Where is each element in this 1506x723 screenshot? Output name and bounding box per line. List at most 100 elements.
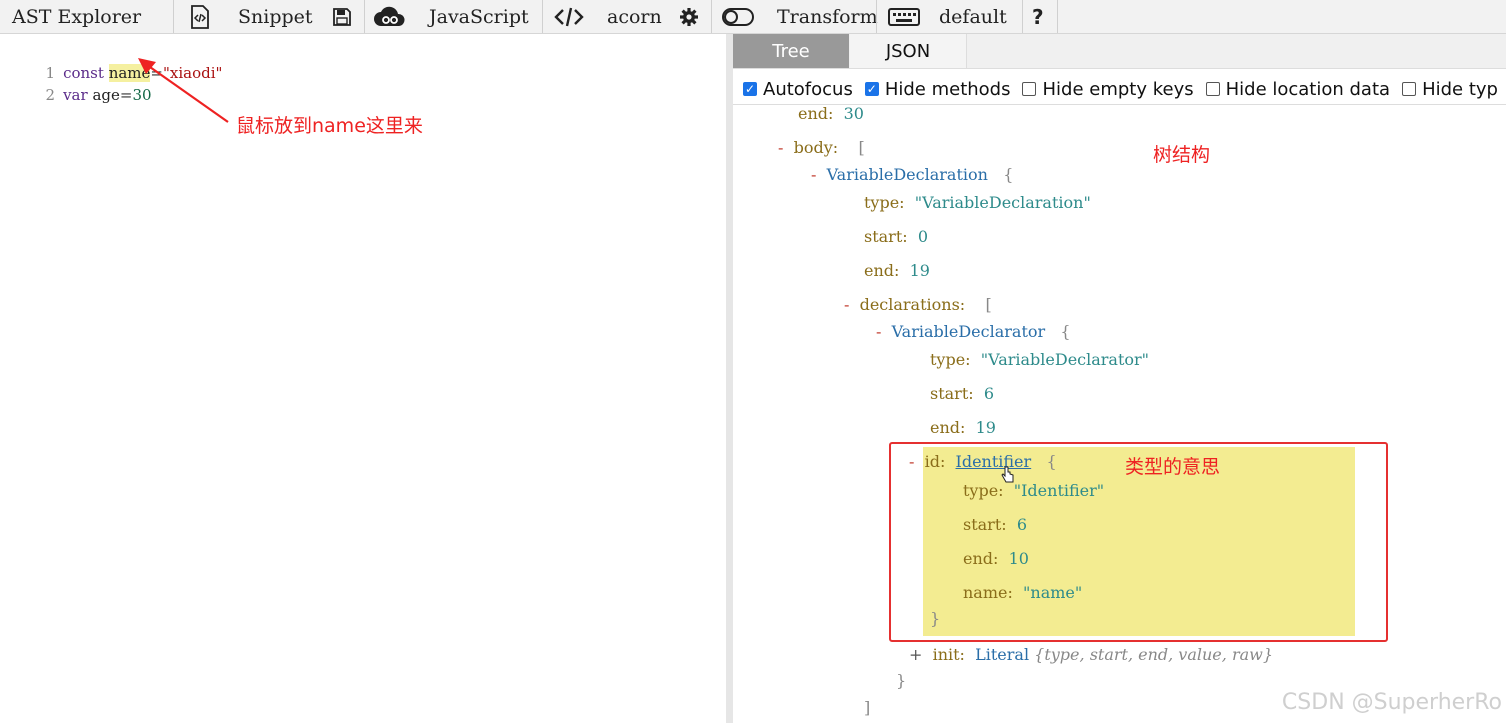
tree-key: start: [930, 384, 974, 403]
fork-cloud-icon[interactable] [372, 0, 408, 33]
collapse-toggle[interactable]: - [909, 452, 915, 471]
node-summary: {type, start, end, value, raw} [1034, 645, 1274, 664]
tree-key: start: [864, 227, 908, 246]
toolbar-divider [173, 0, 174, 33]
code-number: 30 [132, 86, 152, 104]
checkbox-icon[interactable] [1402, 82, 1417, 96]
code-identifier[interactable]: age [92, 86, 120, 104]
code-icon[interactable] [552, 0, 586, 33]
collapse-toggle[interactable]: - [811, 165, 817, 184]
tree-property: start: 6 [930, 384, 994, 404]
tree-property: end: 19 [930, 418, 996, 438]
editor-annotation: 鼠标放到name这里来 [236, 115, 423, 137]
tree-property: end: 30 [798, 104, 864, 124]
option-hide-methods[interactable]: ✓ Hide methods [864, 78, 1011, 100]
tree-key: end: [963, 549, 999, 568]
open-bracket: [ [858, 138, 865, 157]
watermark: CSDN @SuperherRo [1281, 690, 1502, 715]
keyboard-icon[interactable] [886, 0, 922, 33]
checkbox-icon[interactable] [1022, 82, 1037, 96]
transform-toggle-icon[interactable] [720, 0, 756, 33]
tree-node-variable-declarator[interactable]: - VariableDeclarator { [876, 322, 1071, 342]
toolbar-divider [1057, 0, 1058, 33]
tree-value: 6 [983, 384, 995, 403]
settings-gear-icon[interactable] [677, 0, 701, 33]
tree-node-declarations[interactable]: - declarations: [ [844, 295, 992, 315]
option-autofocus[interactable]: ✓Autofocus [733, 79, 853, 100]
option-hide-empty-keys[interactable]: Hide empty keys [1022, 78, 1194, 100]
option-hide-type-keys[interactable]: Hide typ [1402, 79, 1498, 100]
line-number: 1 [45, 64, 56, 82]
annotation-arrow [138, 58, 229, 123]
toolbar: AST Explorer Snippet JavaScript acorn Tr… [0, 0, 1506, 34]
collapse-toggle[interactable]: - [778, 138, 784, 157]
tree-value: 0 [917, 227, 929, 246]
tree-options: ✓Autofocus ✓ Hide methods Hide empty keys… [733, 74, 1506, 105]
tree-key: type: [864, 193, 905, 212]
tree-key: end: [864, 261, 900, 280]
tree-node-body[interactable]: - body: [ [778, 138, 865, 158]
save-icon[interactable] [330, 0, 354, 33]
tree-key: end: [930, 418, 966, 437]
parser-menu[interactable]: acorn [607, 5, 662, 28]
snippet-file-icon[interactable] [186, 0, 214, 33]
open-brace: { [1003, 165, 1014, 184]
tree-key: name: [963, 583, 1013, 602]
open-brace: { [1046, 452, 1057, 471]
close-brace: } [930, 609, 941, 628]
keymap-menu[interactable]: default [939, 5, 1007, 28]
language-menu[interactable]: JavaScript [429, 5, 529, 28]
toolbar-divider [876, 0, 877, 33]
node-type-name[interactable]: Literal [975, 645, 1030, 664]
tree-key: end: [798, 104, 834, 123]
tree-value: 10 [1008, 549, 1029, 568]
tree-value: "VariableDeclaration" [914, 193, 1091, 212]
tree-key: id: [924, 452, 946, 471]
toolbar-divider [542, 0, 543, 33]
collapse-toggle[interactable]: - [844, 295, 850, 314]
node-type-name[interactable]: VariableDeclarator [891, 322, 1046, 341]
tree-property: start: 0 [864, 227, 928, 247]
open-bracket: [ [985, 295, 992, 314]
tree-value: "Identifier" [1013, 481, 1105, 500]
tree-value: "VariableDeclarator" [980, 350, 1150, 369]
tree-node-id[interactable]: - id: Identifier { [909, 452, 1057, 472]
tab-json[interactable]: JSON [850, 34, 967, 68]
open-brace: { [1060, 322, 1071, 341]
toolbar-divider [711, 0, 712, 33]
option-label: Hide location data [1225, 78, 1391, 100]
tree-key: type: [963, 481, 1004, 500]
checkbox-checked-icon[interactable]: ✓ [743, 82, 757, 96]
code-operator: = [119, 86, 133, 104]
close-bracket: ] [864, 698, 871, 717]
tree-node-variable-declaration[interactable]: - VariableDeclaration { [811, 165, 1013, 185]
tree-key: body: [793, 138, 839, 157]
help-button[interactable]: ? [1032, 4, 1044, 29]
code-string: "xiaodi" [162, 64, 223, 82]
node-type-link[interactable]: Identifier [955, 452, 1032, 471]
tree-value: 19 [909, 261, 930, 280]
tab-tree[interactable]: Tree [733, 34, 849, 68]
transform-menu[interactable]: Transform [777, 5, 878, 28]
tree-key: init: [932, 645, 965, 664]
code-identifier[interactable]: name [108, 64, 151, 82]
collapse-toggle[interactable]: - [876, 322, 882, 341]
expand-toggle[interactable]: + [909, 645, 923, 664]
tree-value: 19 [975, 418, 996, 437]
option-label: Hide methods [884, 78, 1011, 100]
node-type-name[interactable]: VariableDeclaration [826, 165, 988, 184]
tree-key: type: [930, 350, 971, 369]
id-annotation: 类型的意思 [1125, 456, 1221, 478]
snippet-menu[interactable]: Snippet [238, 5, 313, 28]
tree-node-init[interactable]: + init: Literal {type, start, end, value… [909, 645, 1273, 665]
pane-splitter[interactable] [726, 34, 733, 723]
option-label: Hide empty keys [1042, 78, 1194, 100]
checkbox-icon[interactable] [1205, 82, 1220, 96]
tree-property: start: 6 [963, 515, 1027, 535]
tree-key: declarations: [859, 295, 966, 314]
checkbox-checked-icon[interactable]: ✓ [864, 82, 879, 96]
option-hide-location-data[interactable]: Hide location data [1205, 78, 1391, 100]
